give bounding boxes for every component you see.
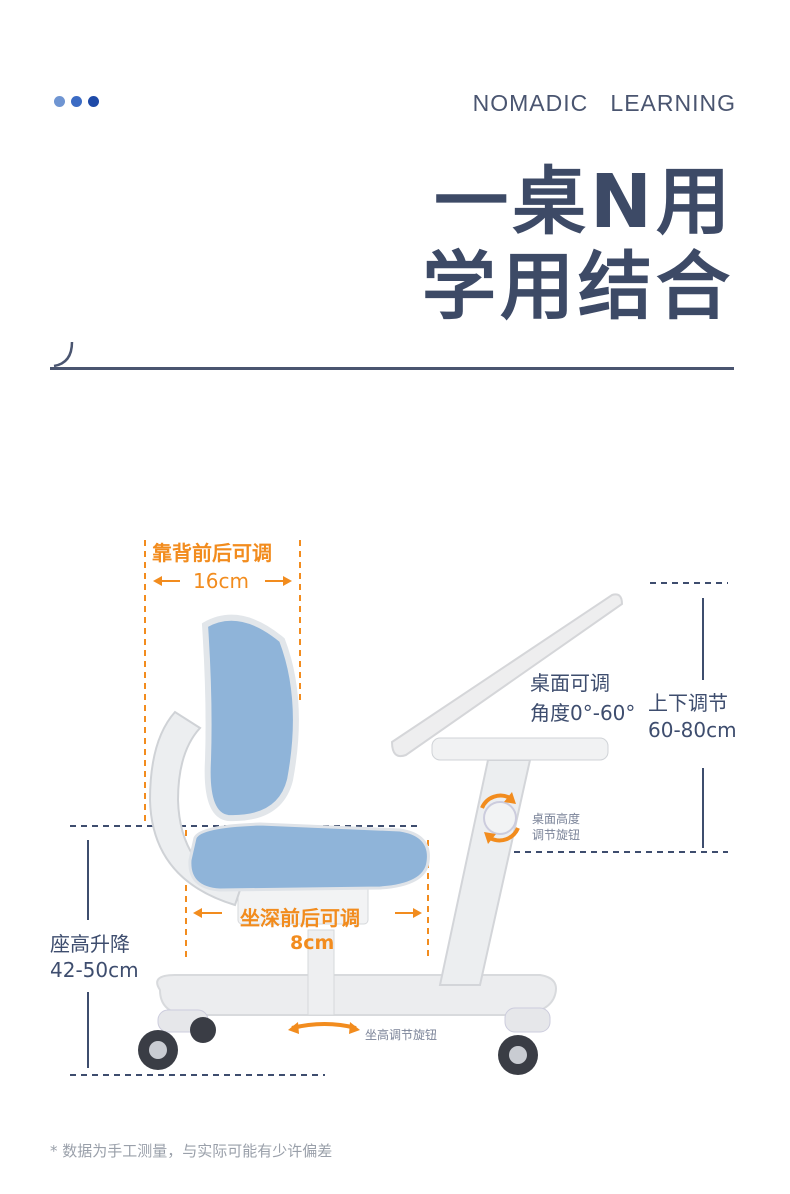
seat-depth-label: 坐深前后可调 — [240, 906, 360, 930]
seat-height-label: 座高升降 — [50, 932, 130, 956]
header-divider — [50, 367, 734, 370]
seat-height-value: 42-50cm — [50, 958, 139, 982]
backrest-arrow-icon — [153, 576, 292, 586]
desk-tilt-label: 桌面可调 — [530, 671, 610, 695]
seat-knob-rotate-icon — [288, 1022, 360, 1034]
desk-column — [438, 759, 532, 986]
base-platform — [156, 974, 557, 1016]
dot-mid — [71, 96, 82, 107]
divider-hook-icon — [53, 341, 74, 368]
seat-knob-label: 坐高调节旋钮 — [365, 1028, 438, 1042]
brand-name: NOMADIC LEARNING — [472, 90, 736, 116]
backrest-frame — [148, 710, 242, 907]
desk-knob-label-1: 桌面高度 — [532, 812, 581, 826]
seat-cushion — [188, 822, 430, 892]
backrest-adjust-value: 16cm — [193, 569, 249, 593]
backrest-adjust-label: 靠背前后可调 — [152, 541, 272, 565]
backrest-cushion — [201, 614, 299, 822]
desk-tilt-value: 角度0°-60° — [530, 701, 636, 725]
desk-support — [431, 737, 609, 761]
headline-line-2: 学用结合 — [422, 244, 734, 330]
seat-depth-arrow-icon — [193, 908, 422, 918]
dot-dark — [88, 96, 99, 107]
measurement-footnote: * 数据为手工测量，与实际可能有少许偏差 — [50, 1142, 333, 1160]
desk-height-label: 上下调节 — [648, 691, 728, 715]
decorative-dots — [54, 96, 99, 107]
headline-line-1: 一桌N用 — [434, 159, 734, 245]
desk-knob-label-2: 调节旋钮 — [532, 828, 581, 842]
desk-height-value: 60-80cm — [648, 718, 737, 742]
tilted-desktop — [390, 593, 624, 758]
desk-knob-rotate-icon — [480, 792, 520, 844]
seat-post — [307, 929, 335, 1016]
dot-light — [54, 96, 65, 107]
seat-depth-value: 8cm — [290, 932, 335, 954]
caster-wheels — [138, 1007, 551, 1075]
